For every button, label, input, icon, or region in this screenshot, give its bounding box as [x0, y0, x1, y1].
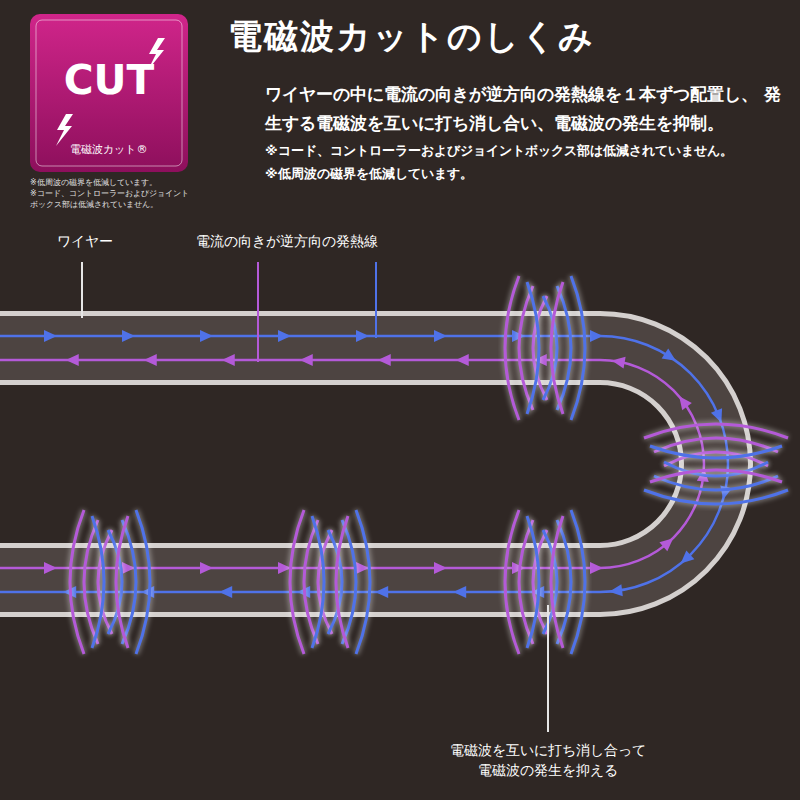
current-arrow	[44, 330, 57, 342]
current-arrow	[44, 562, 57, 574]
current-arrow	[219, 586, 232, 598]
current-arrow	[200, 562, 213, 574]
label-wrap: ※コード、コントローラーおよびジョイントボックス部は低減されていません。	[265, 143, 785, 160]
current-arrow	[434, 330, 447, 342]
current-arrow	[611, 355, 626, 369]
label-wrap: ※コード、コントローラーおよびジョイントボックス部は低減されていません。	[30, 189, 192, 210]
title-wrap: 電磁波カットのしくみ	[228, 14, 595, 60]
current-arrow	[378, 354, 391, 366]
wave-arcs	[505, 276, 585, 420]
badge-note: ※低周波の磁界を低減しています。	[30, 178, 192, 188]
label-wrap: ※低周波の磁界を低減しています。	[265, 166, 785, 183]
current-arrow	[674, 393, 691, 411]
leader-line	[375, 262, 377, 338]
current-arrow	[122, 330, 135, 342]
label-wrap: ワイヤー	[40, 232, 130, 250]
current-arrow	[434, 562, 447, 574]
badge-caption: 電磁波カット®	[30, 144, 188, 156]
leader-line	[257, 262, 259, 362]
current-arrow	[590, 562, 603, 574]
current-arrow	[590, 330, 603, 342]
heating-line-blue	[0, 336, 728, 592]
leader-line	[81, 262, 83, 318]
current-arrow	[222, 354, 235, 366]
note-text: ※低周波の磁界を低減しています。	[265, 166, 785, 183]
leader-line	[547, 605, 549, 732]
current-arrow	[278, 330, 291, 342]
current-arrow	[659, 534, 677, 552]
current-arrow	[677, 550, 695, 568]
note-text: ※コード、コントローラーおよびジョイントボックス部は低減されていません。	[265, 143, 785, 160]
current-arrow	[144, 354, 157, 366]
current-arrow	[608, 584, 622, 597]
callout-text: 電磁波を互いに打ち消し合って 電磁波の発生を抑える	[446, 740, 650, 781]
label-wrap: 電流の向きが逆方向の発熱線	[196, 232, 446, 250]
current-arrow	[66, 354, 79, 366]
current-arrow	[375, 586, 388, 598]
label-wrap: ワイヤーの中に電流の向きが逆方向の発熱線を１本ずつ配置し、 発生する電磁波を互い…	[265, 80, 785, 138]
current-arrow	[356, 330, 369, 342]
diagram-title: 電磁波カットのしくみ	[228, 14, 595, 60]
badge-box: CUT 電磁波カット®	[30, 14, 188, 172]
wave-arcs	[644, 424, 788, 504]
wave-arcs	[290, 510, 370, 654]
current-arrow	[200, 330, 213, 342]
part-name: ワイヤー	[40, 232, 130, 250]
badge-note: ※コード、コントローラーおよびジョイントボックス部は低減されていません。	[30, 189, 192, 210]
label-wrap: 電磁波を互いに打ち消し合って 電磁波の発生を抑える	[446, 740, 650, 781]
current-arrow	[456, 354, 469, 366]
badge-heading: CUT	[30, 58, 188, 103]
body-text: ワイヤーの中に電流の向きが逆方向の発熱線を１本ずつ配置し、 発生する電磁波を互い…	[265, 80, 785, 138]
wave-arcs	[505, 510, 585, 654]
wave-arcs	[70, 510, 150, 654]
part-name: 電流の向きが逆方向の発熱線	[196, 232, 446, 250]
label-wrap: ※低周波の磁界を低減しています。	[30, 178, 192, 188]
current-arrow	[300, 354, 313, 366]
current-arrow	[662, 348, 679, 365]
current-arrow	[453, 586, 466, 598]
